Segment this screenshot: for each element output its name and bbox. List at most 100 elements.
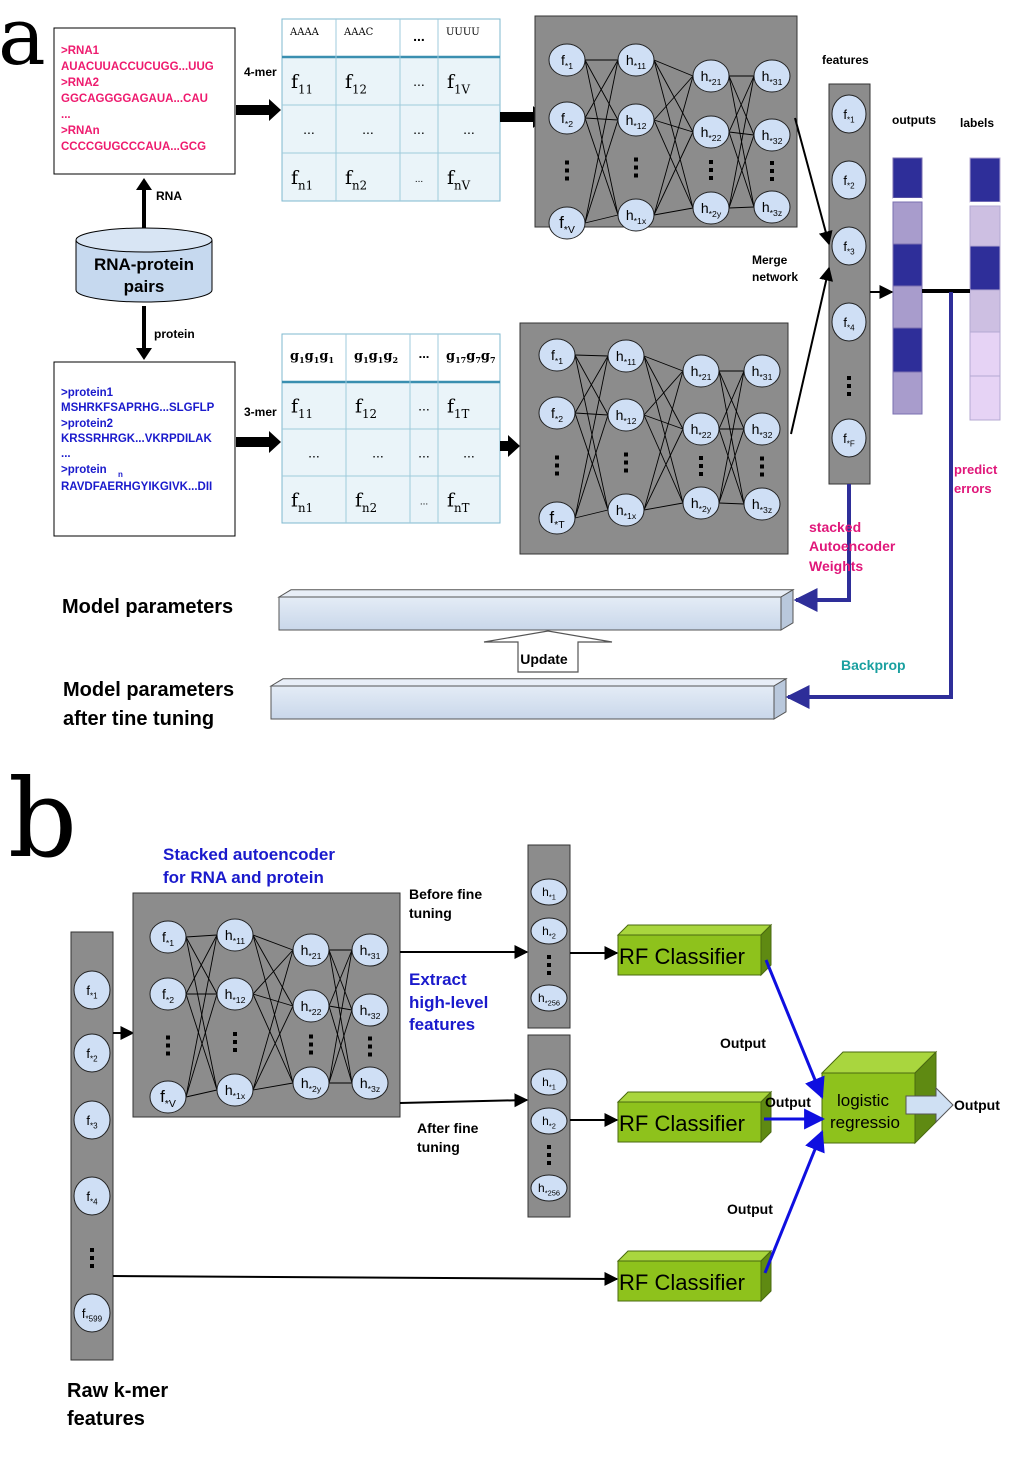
raw-feature-dots [90, 1248, 94, 1252]
model-parameters-bar [278, 596, 782, 631]
panel-b-autoencoder-edge [185, 936, 218, 995]
rna-autoencoder-dots [770, 161, 774, 165]
panel-b-autoencoder-node-h2y [292, 1066, 330, 1100]
panel-b-autoencoder-dots [166, 1043, 170, 1048]
raw-feature-node-label: f*2 [86, 1046, 98, 1064]
rna-autoencoder-edge [584, 117, 619, 216]
stacked-weights-label: stacked [809, 519, 861, 535]
three-mer-arrow [236, 431, 281, 453]
raw-feature-node [73, 970, 111, 1010]
protein-autoencoder-edge [574, 355, 609, 519]
three-mer-label: 3-mer [244, 405, 277, 419]
panel-b-autoencoder-dots [368, 1052, 372, 1057]
protein-table-cell: ... [418, 445, 430, 461]
panel-b-autoencoder-edge [185, 993, 218, 1098]
panel-b-autoencoder-node-h3z [351, 1066, 389, 1100]
protein-arrow-label: protein [154, 327, 195, 341]
rna-autoencoder-dots [709, 160, 713, 164]
protein-autoencoder-dots [699, 456, 703, 460]
label-cell [969, 157, 1001, 203]
panel-b-letter: b [8, 757, 77, 882]
rna-autoencoder-node-h22-label: h*22 [701, 124, 722, 143]
rna-autoencoder-node-h21-label: h*21 [701, 68, 722, 87]
extract-label: Extract [409, 970, 467, 989]
rna-autoencoder-node-h3z [753, 190, 791, 224]
features-title: features [822, 53, 869, 67]
protein-table-header-cell: ... [419, 346, 430, 361]
database-cylinder-top [75, 227, 213, 253]
panel-b-autoencoder-edge [252, 934, 294, 951]
after-tuning-features-dots [547, 1161, 551, 1165]
panel-b-autoencoder-node-h12-label: h*12 [225, 986, 246, 1005]
feature-node-3 [831, 226, 867, 266]
protein-autoencoder-node-h21-label: h*21 [691, 363, 712, 382]
backprop-arrow [785, 292, 953, 709]
merge-label: network [752, 270, 798, 284]
rf3-to-lr-arrow [763, 1130, 825, 1274]
model-parameters-bar-top [277, 589, 795, 598]
protein-autoencoder-edge [643, 355, 684, 372]
raw-features-label: Raw k-mer [67, 1380, 168, 1402]
protein-autoencoder-node-h3z [743, 487, 781, 521]
rna-seq-line: ... [61, 109, 71, 121]
protein-table-header-cell: g17g7g7 [446, 349, 496, 365]
protein-autoencoder-node-h31-label: h*31 [752, 363, 773, 382]
after-tuning-features-node [530, 1174, 568, 1202]
feature-node-3-label: f*3 [843, 239, 855, 257]
rna-table-cell: ... [413, 73, 425, 89]
protein-autoencoder-node-h31 [743, 354, 781, 388]
stacked-weights-label: Weights [809, 558, 863, 574]
rf-classifier-label: RF Classifier [619, 944, 745, 969]
rf-classifier-label: RF Classifier [619, 1270, 745, 1295]
protein-seq-line: >protein2 [61, 418, 113, 430]
rna-autoencoder-dots [709, 176, 713, 180]
final-output-arrow [905, 1086, 954, 1124]
rna-autoencoder-dots [565, 160, 569, 165]
merge-label: Merge [752, 253, 788, 267]
rna-table-cell: f1V [447, 71, 471, 96]
four-mer-label: 4-mer [244, 65, 277, 79]
after-tuning-label: After fine [417, 1120, 479, 1136]
rna-seq-line: >RNA1 [61, 45, 100, 57]
protein-seq-line: >protein [61, 464, 107, 476]
panel-b-autoencoder-edge [185, 993, 218, 1091]
rna-table-cell: ... [362, 121, 374, 137]
fine-tuned-label: after tine tuning [63, 708, 214, 730]
before-tuning-features-node [530, 878, 568, 906]
rna-autoencoder-edge [653, 75, 694, 216]
rna-table-cell: f11 [291, 71, 313, 96]
panel-b-autoencoder-dots [309, 1042, 313, 1047]
rna-autoencoder-edge [584, 214, 619, 224]
rna-table-cell: ... [463, 121, 475, 137]
label-cell [969, 331, 1001, 377]
panel-b-autoencoder-edge [328, 949, 353, 1007]
rna-autoencoder-dots [634, 173, 638, 178]
rna-seq-line: >RNA2 [61, 77, 99, 89]
model-parameters-label: Model parameters [62, 596, 233, 618]
rna-autoencoder-edge [653, 207, 694, 216]
fine-tuned-parameters-bar-top [269, 678, 788, 687]
labels-title: labels [960, 116, 994, 130]
rna-table-header [281, 18, 501, 58]
protein-autoencoder-node-h11 [607, 339, 645, 373]
after-tuning-features-dots [547, 1145, 551, 1149]
rna-seq-line: >RNAn [61, 125, 100, 137]
rna-autoencoder-edge [728, 75, 755, 209]
panel-b-autoencoder-node-h32-label: h*32 [360, 1002, 381, 1021]
feature-node-2 [831, 160, 867, 200]
raw-feature-node-label: f*3 [86, 1113, 98, 1131]
rna-table-cell: ... [413, 121, 425, 137]
protein-autoencoder-edge [718, 502, 745, 505]
raw-feature-node [73, 1293, 111, 1333]
panel-b-autoencoder-dots [233, 1048, 237, 1052]
rna-table-header-cell: ... [413, 28, 425, 44]
panel-b-autoencoder-node-f2-label: f*2 [162, 986, 174, 1005]
feature-node-4-label: f*4 [843, 315, 855, 333]
outputs-title: outputs [892, 113, 936, 127]
after-tuning-features-node [530, 1068, 568, 1096]
rna-autoencoder-node-h31-label: h*31 [762, 68, 783, 87]
logistic-regression-label: regressio [830, 1113, 900, 1132]
raw-feature-node [73, 1100, 111, 1140]
rna-autoencoder-node-f2 [548, 101, 586, 135]
